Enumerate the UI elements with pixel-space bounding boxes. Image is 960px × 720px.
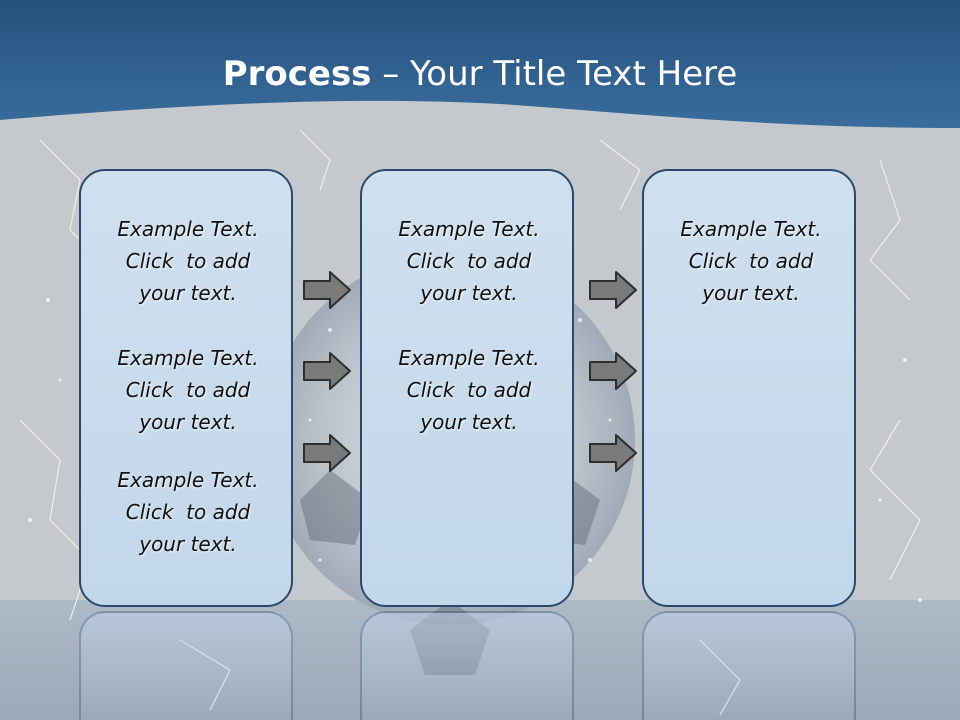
right-arrow-icon[interactable]: [302, 270, 352, 310]
text-block[interactable]: Example Text. Click to add your text.: [362, 213, 576, 309]
process-box-2[interactable]: Example Text. Click to add your text. Ex…: [360, 169, 574, 607]
box-reflection: [79, 611, 293, 720]
text-line: your text.: [702, 281, 800, 305]
text-block[interactable]: Example Text. Click to add your text.: [81, 342, 295, 438]
text-line: Example Text.: [117, 468, 259, 492]
text-line: Example Text.: [398, 346, 540, 370]
text-line: your text.: [139, 281, 237, 305]
text-line: your text.: [139, 532, 237, 556]
text-line: Click to add: [125, 378, 251, 402]
text-block[interactable]: Example Text. Click to add your text.: [81, 464, 295, 560]
text-line: Click to add: [406, 378, 532, 402]
process-box-3[interactable]: Example Text. Click to add your text.: [642, 169, 856, 607]
process-box-1[interactable]: Example Text. Click to add your text. Ex…: [79, 169, 293, 607]
text-line: Example Text.: [680, 217, 822, 241]
right-arrow-icon[interactable]: [588, 433, 638, 473]
text-line: Click to add: [125, 249, 251, 273]
text-line: your text.: [420, 281, 518, 305]
box-reflection: [360, 611, 574, 720]
text-block[interactable]: Example Text. Click to add your text.: [644, 213, 858, 309]
right-arrow-icon[interactable]: [302, 433, 352, 473]
right-arrow-icon[interactable]: [588, 351, 638, 391]
box-reflection: [642, 611, 856, 720]
text-block[interactable]: Example Text. Click to add your text.: [362, 342, 576, 438]
title-rest: – Your Title Text Here: [371, 54, 738, 94]
text-line: Example Text.: [117, 217, 259, 241]
text-line: Click to add: [125, 500, 251, 524]
text-line: Click to add: [688, 249, 814, 273]
text-line: your text.: [420, 410, 518, 434]
slide-title[interactable]: Process – Your Title Text Here: [0, 52, 960, 96]
right-arrow-icon[interactable]: [588, 270, 638, 310]
text-line: Example Text.: [398, 217, 540, 241]
text-line: Click to add: [406, 249, 532, 273]
title-bold: Process: [222, 54, 372, 94]
text-block[interactable]: Example Text. Click to add your text.: [81, 213, 295, 309]
text-line: your text.: [139, 410, 237, 434]
right-arrow-icon[interactable]: [302, 351, 352, 391]
text-line: Example Text.: [117, 346, 259, 370]
